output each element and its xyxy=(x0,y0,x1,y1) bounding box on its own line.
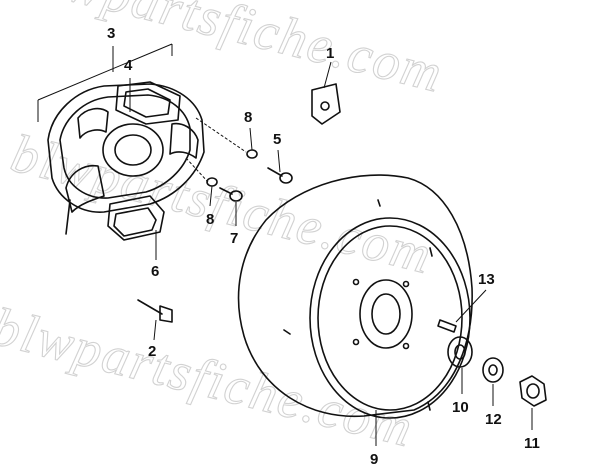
callout-10: 10 xyxy=(452,399,469,416)
flywheel-part xyxy=(237,174,473,419)
callout-labels: 1 2 3 4 5 6 7 8 8 9 10 11 12 13 xyxy=(107,25,540,468)
washer-part-10 xyxy=(447,336,473,368)
callout-1: 1 xyxy=(326,45,334,62)
callout-13: 13 xyxy=(478,271,495,288)
callout-4: 4 xyxy=(124,57,133,74)
callout-8a: 8 xyxy=(244,109,252,126)
watermark-text-bottom: blwpartsfiche.com xyxy=(0,296,420,459)
callout-9: 9 xyxy=(370,451,378,468)
screw-part-7 xyxy=(219,187,243,202)
watermark-text-top: blwpartsfiche.com xyxy=(16,0,449,104)
callout-2: 2 xyxy=(148,343,156,360)
callout-7: 7 xyxy=(230,230,238,247)
stator-assembly xyxy=(47,81,205,241)
callout-8b: 8 xyxy=(206,211,214,228)
leader-lines xyxy=(129,78,533,446)
callout-6: 6 xyxy=(151,263,159,280)
callout-3: 3 xyxy=(107,25,115,42)
lockwasher-part-12 xyxy=(482,357,504,383)
key-part xyxy=(311,61,341,125)
callout-5: 5 xyxy=(273,131,281,148)
pin-part-13 xyxy=(437,319,457,333)
nut-part-11 xyxy=(519,375,547,407)
assembly-lines xyxy=(185,117,247,183)
stator-group-bracket xyxy=(37,43,173,122)
bolt-part-2 xyxy=(137,299,173,323)
screw-part-5 xyxy=(267,167,293,184)
callout-12: 12 xyxy=(485,411,502,428)
callout-11: 11 xyxy=(524,435,540,452)
watermark: blwpartsfiche.com blwpartsfiche.com blwp… xyxy=(0,0,450,459)
